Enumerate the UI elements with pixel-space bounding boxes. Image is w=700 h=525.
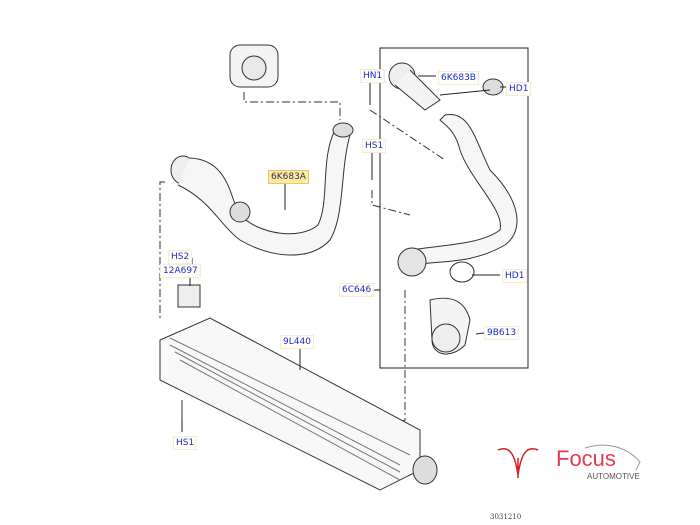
logo-subtitle: AUTOMOTIVE bbox=[587, 472, 640, 481]
label-6k683a[interactable]: 6K683A bbox=[268, 170, 309, 184]
top-connector-part bbox=[229, 44, 279, 88]
label-6c646[interactable]: 6C646 bbox=[339, 283, 375, 297]
label-hd1-mid[interactable]: HD1 bbox=[502, 269, 528, 283]
diagram-reference: 3031210 bbox=[490, 513, 522, 521]
label-hs1-bottom[interactable]: HS1 bbox=[173, 436, 198, 450]
hose-6k683a bbox=[170, 122, 354, 256]
intercooler-9l440 bbox=[159, 317, 438, 491]
label-9l440[interactable]: 9L440 bbox=[280, 335, 314, 349]
car-outline-icon bbox=[584, 444, 641, 471]
label-hs1-top[interactable]: HS1 bbox=[362, 139, 387, 153]
label-12a697[interactable]: 12A697 bbox=[160, 264, 201, 278]
group-frame bbox=[379, 47, 529, 369]
label-9b613[interactable]: 9B613 bbox=[484, 326, 520, 340]
label-hs2[interactable]: HS2 bbox=[168, 250, 193, 264]
label-hd1-top[interactable]: HD1 bbox=[506, 82, 532, 96]
logo-name: Focus bbox=[556, 446, 616, 471]
hose-6c646 bbox=[388, 62, 518, 355]
label-hn1[interactable]: HN1 bbox=[360, 69, 386, 83]
label-6k683b[interactable]: 6K683B bbox=[438, 71, 479, 85]
focus-logo-mark bbox=[497, 448, 539, 478]
sensor-12a697 bbox=[177, 284, 201, 308]
